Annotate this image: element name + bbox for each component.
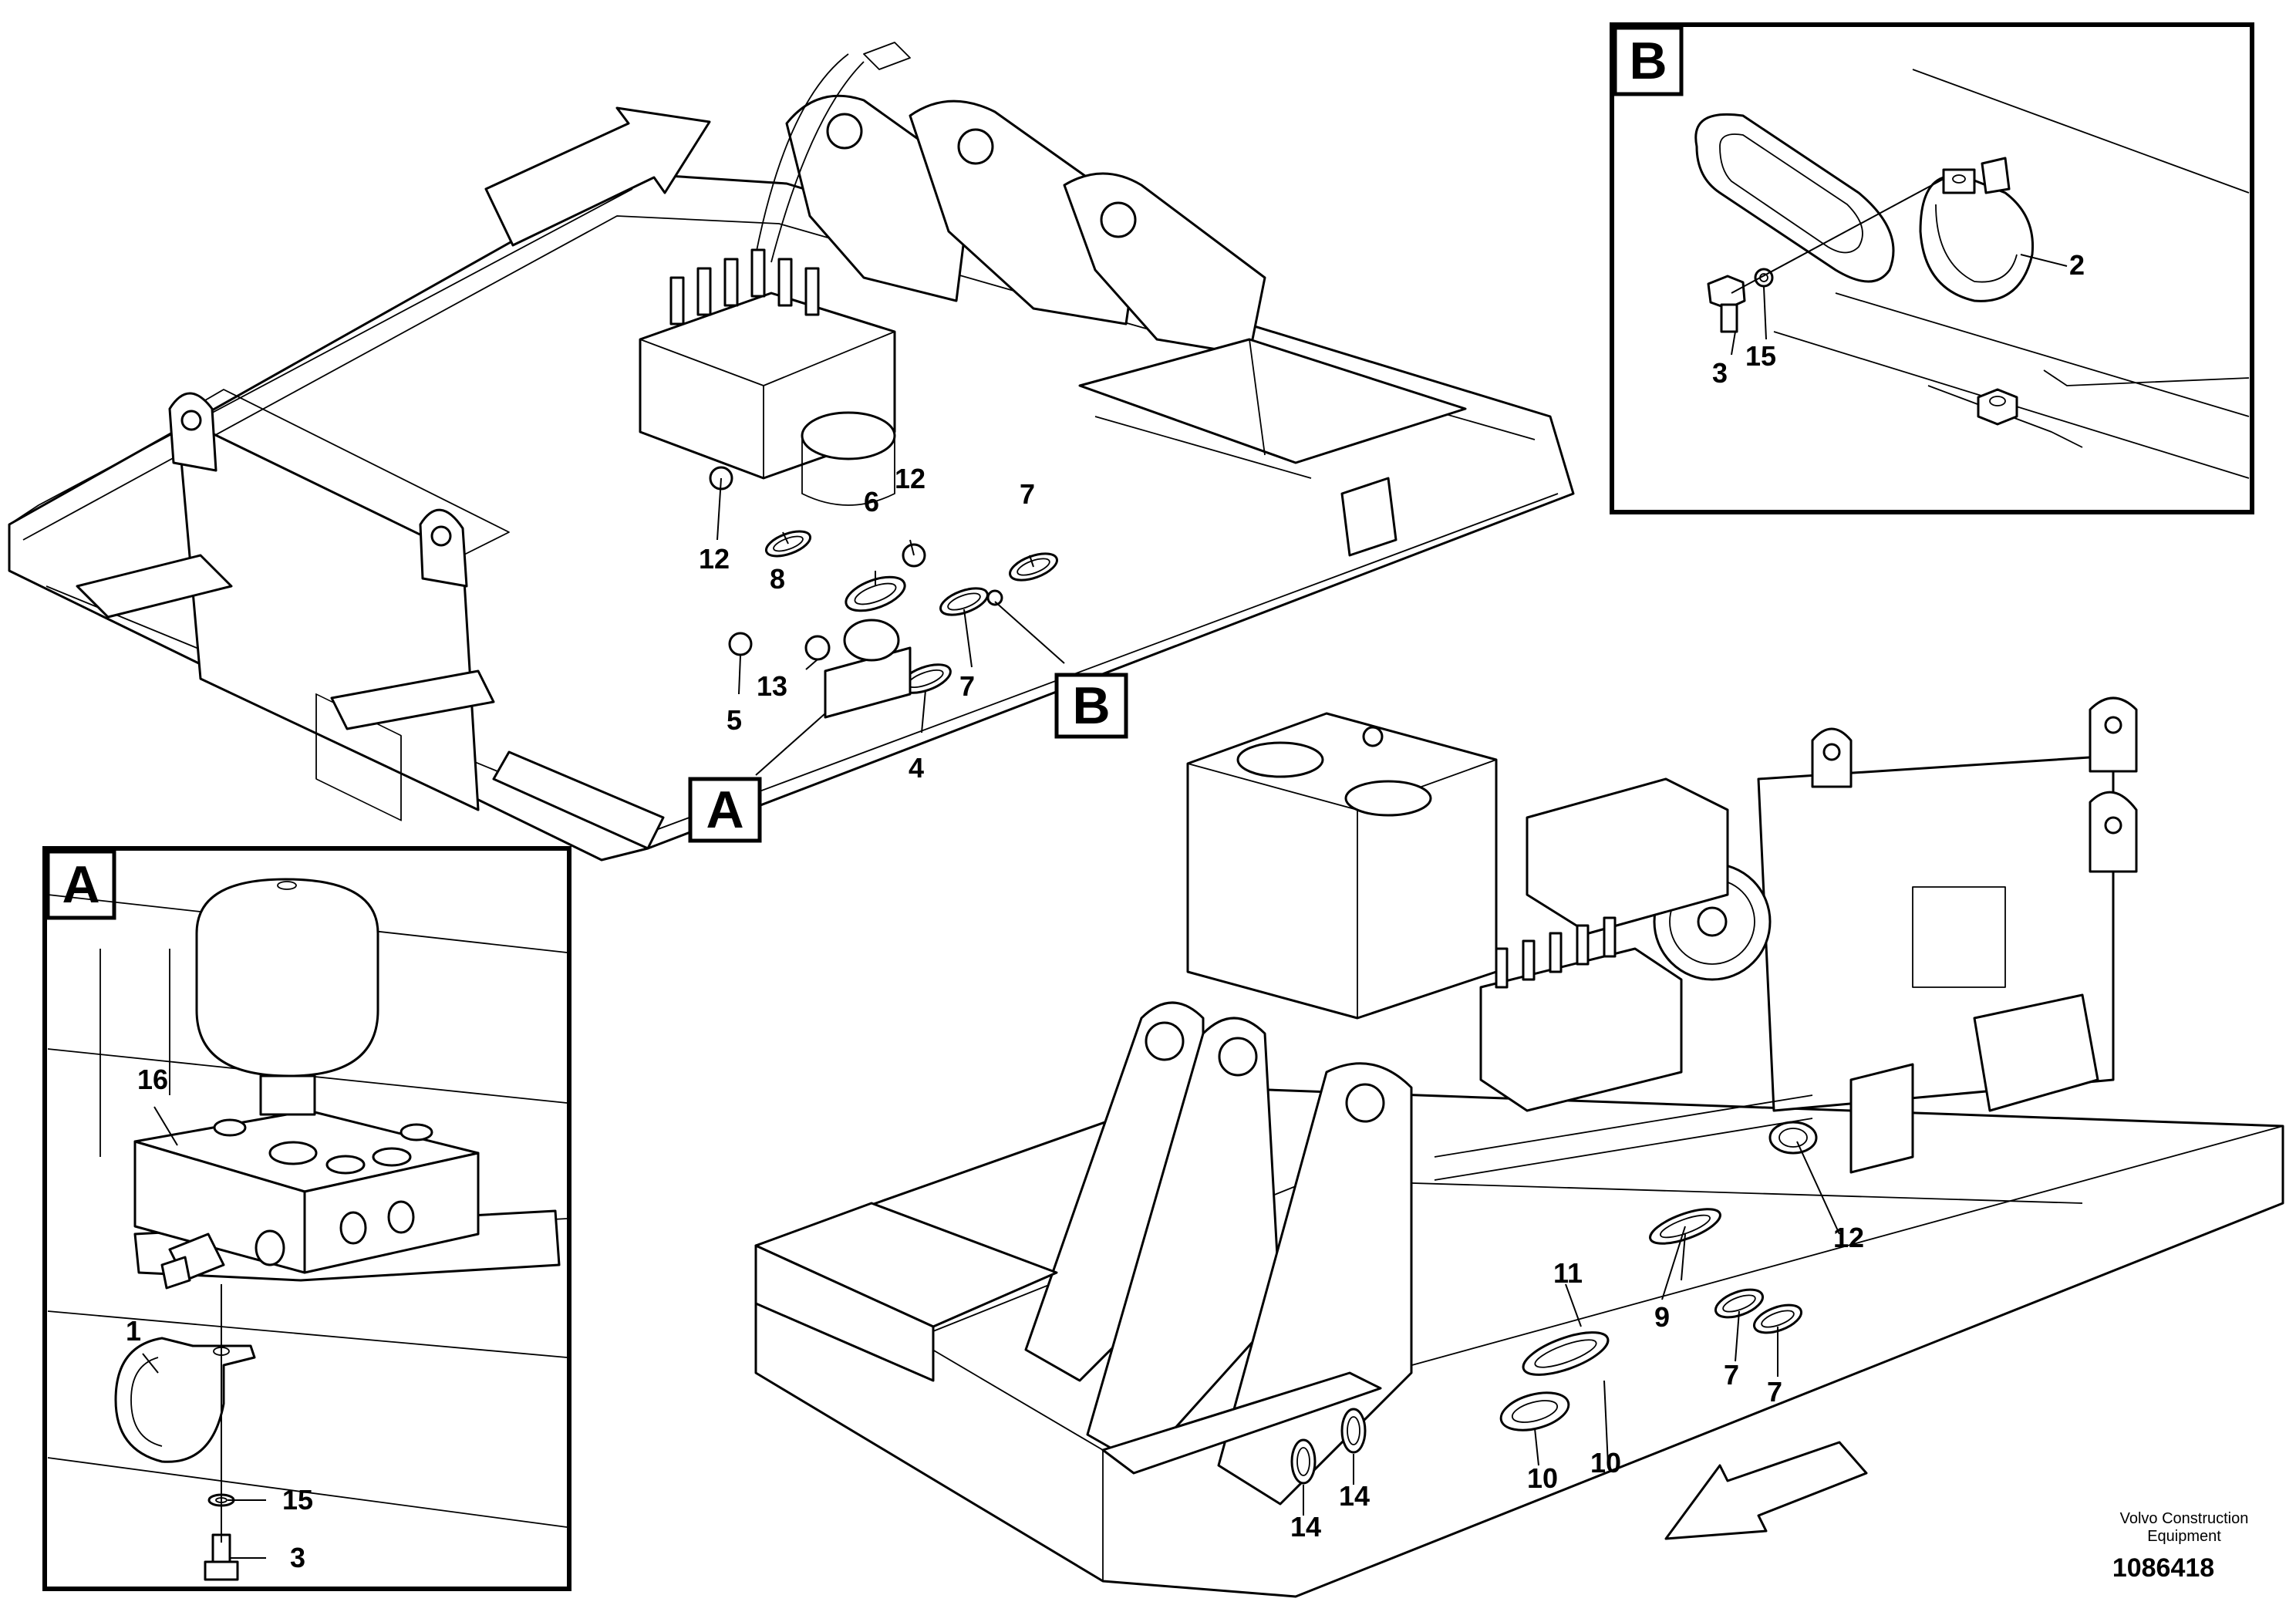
frame-view-upper — [8, 42, 1575, 862]
callout-2: 2 — [2069, 249, 2085, 281]
leader-lines — [142, 254, 2068, 1559]
callout-labels: 12 8 6 12 7 7 13 5 4 12 11 9 7 7 10 10 1… — [126, 249, 2085, 1573]
company-name-line2: Equipment — [2147, 1528, 2221, 1545]
detail-a — [42, 846, 571, 1591]
callout-3: 3 — [1712, 357, 1728, 389]
callout-8: 8 — [770, 563, 785, 595]
callout-9: 9 — [1654, 1301, 1670, 1333]
callout-7: 7 — [1020, 478, 1035, 510]
frame-view-lower — [754, 696, 2284, 1598]
hydraulic-tank — [1186, 712, 1498, 1020]
callout-14: 14 — [1339, 1480, 1370, 1512]
direction-arrow-upper — [484, 106, 711, 247]
detail-title-a: A — [62, 855, 99, 914]
detail-ref-b: B — [1054, 673, 1128, 739]
detail-ref-label-a: A — [706, 781, 743, 839]
callout-5: 5 — [727, 704, 742, 736]
callout-7: 7 — [959, 670, 975, 702]
callout-3: 3 — [290, 1542, 305, 1573]
clamp-a — [114, 1337, 256, 1463]
company-name-line1: Volvo Construction — [2120, 1510, 2249, 1527]
clamp-b — [1919, 157, 2035, 302]
detail-title-b: B — [1629, 32, 1667, 90]
callout-12: 12 — [699, 543, 730, 575]
detail-b — [1610, 22, 2254, 514]
callout-10: 10 — [1590, 1447, 1621, 1479]
manifold-block — [133, 1109, 480, 1290]
callout-12: 12 — [1833, 1222, 1864, 1253]
control-valve-upper — [639, 248, 896, 506]
callout-14: 14 — [1290, 1511, 1321, 1543]
callout-12: 12 — [895, 463, 925, 494]
callout-13: 13 — [757, 670, 787, 702]
callout-4: 4 — [909, 752, 924, 784]
callout-15: 15 — [1745, 340, 1776, 372]
callout-7: 7 — [1724, 1359, 1739, 1391]
callout-16: 16 — [137, 1064, 168, 1095]
callout-10: 10 — [1527, 1462, 1558, 1494]
callout-1: 1 — [126, 1315, 141, 1347]
detail-ref-label-b: B — [1072, 676, 1110, 735]
detail-ref-a: A — [688, 777, 762, 843]
callout-7: 7 — [1767, 1376, 1782, 1408]
callout-15: 15 — [282, 1484, 313, 1516]
drawing-number: 1086418 — [2112, 1553, 2214, 1583]
callout-6: 6 — [864, 486, 879, 518]
direction-arrow-lower — [1664, 1441, 1868, 1540]
accumulator — [195, 878, 379, 1116]
callout-11: 11 — [1553, 1257, 1583, 1289]
pump-valve-lower — [1479, 777, 1772, 1112]
